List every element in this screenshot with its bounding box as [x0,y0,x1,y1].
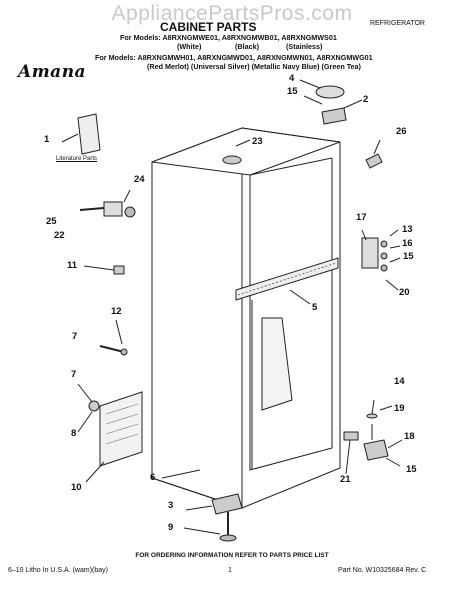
bottom-hinge-part [363,439,389,461]
cover-part [343,431,359,441]
callout-17: 17 [356,212,367,223]
callout-18: 18 [404,431,415,442]
callout-15c: 15 [406,464,417,475]
callout-12: 12 [111,306,122,317]
part-number: Part No. W10325684 Rev. C [338,567,427,574]
callout-7b: 7 [71,369,77,380]
callout-10: 10 [71,482,82,493]
callout-11: 11 [67,260,78,271]
callout-8: 8 [71,428,77,439]
clip-part [113,265,125,275]
callout-22: 22 [54,230,65,241]
callout-5: 5 [312,302,318,313]
button-part [222,155,242,165]
ordering-note: FOR ORDERING INFORMATION REFER TO PARTS … [135,552,329,559]
callout-7a: 7 [72,331,78,342]
leveling-leg-part [219,534,237,542]
brand-logo: Amana [18,62,87,82]
page-title: CABINET PARTS [160,20,257,34]
models-line-2: For Models: A8RXNGMWH01, A8RXNGMWD01, A8… [95,53,373,62]
callout-15a: 15 [287,86,298,97]
callout-4: 4 [289,73,295,84]
callout-6: 6 [150,472,156,483]
bracket-part [211,493,243,515]
page-subtitle: REFRIGERATOR [370,20,425,27]
literature-booklet [77,113,101,155]
litho-info: 6–10 Litho In U.S.A. (wam)(bay) [8,567,108,574]
cabinet-side [151,127,243,509]
hinge-cover-part [315,85,345,99]
callout-23: 23 [252,136,263,147]
plug-part [365,153,383,169]
callout-16: 16 [402,238,413,249]
callout-1: 1 [44,134,50,145]
color-black: (Black) [235,42,259,51]
models-line-1: For Models: A8RXNGMWE01, A8RXNGMWB01, A8… [120,33,337,42]
callout-21: 21 [340,474,351,485]
top-hinge-part [321,107,347,125]
callout-2: 2 [363,94,369,105]
center-hinge-part [361,237,379,269]
screw-part [99,345,125,353]
colors-line-2: (Red Merlot) (Universal Silver) (Metalli… [147,62,361,71]
washer-part [366,413,378,419]
color-white: (White) [177,42,202,51]
callout-15b: 15 [403,251,414,262]
callout-26: 26 [396,126,407,137]
color-stainless: (Stainless) [286,42,323,51]
watermark: AppliancePartsPros.com [111,2,353,25]
callout-25: 25 [46,216,57,227]
page-number: 1 [228,567,232,574]
callout-13: 13 [402,224,413,235]
callout-9: 9 [168,522,174,533]
callout-3: 3 [168,500,174,511]
callout-14: 14 [394,376,405,387]
valve-part [103,201,123,217]
callout-20: 20 [399,287,410,298]
fastener-part [88,400,100,412]
callout-24: 24 [134,174,145,185]
callout-19: 19 [394,403,405,414]
literature-label: Literature Parts [56,156,98,162]
